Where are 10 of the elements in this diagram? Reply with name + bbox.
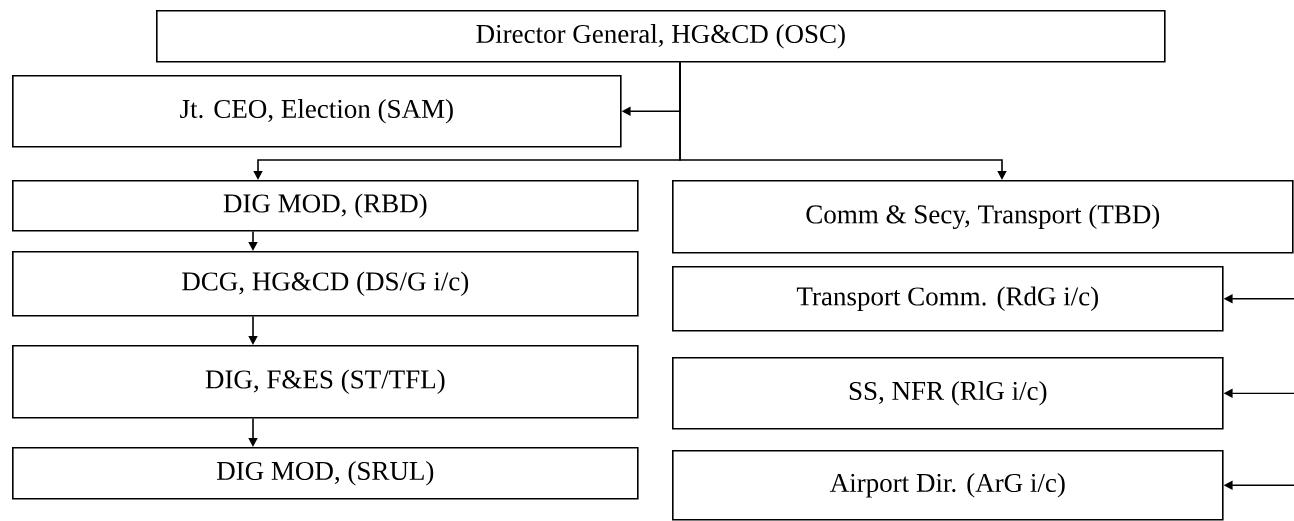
org-box: DIG MOD, (RBD) (12, 180, 639, 232)
org-box: DIG, F&ES (ST/TFL) (12, 345, 639, 419)
org-box: Airport Dir. (ArG i/c) (672, 450, 1224, 521)
org-box: DIG MOD, (SRUL) (12, 447, 639, 500)
org-box: Jt. CEO, Election (SAM) (12, 75, 622, 148)
org-box: Director General, HG&CD (OSC) (156, 10, 1166, 63)
org-box: Transport Comm. (RdG i/c) (672, 266, 1224, 332)
org-box: DCG, HG&CD (DS/G i/c) (12, 251, 639, 317)
org-box: Comm & Secy, Transport (TBD) (672, 180, 1294, 254)
org-box: SS, NFR (RlG i/c) (672, 357, 1224, 430)
